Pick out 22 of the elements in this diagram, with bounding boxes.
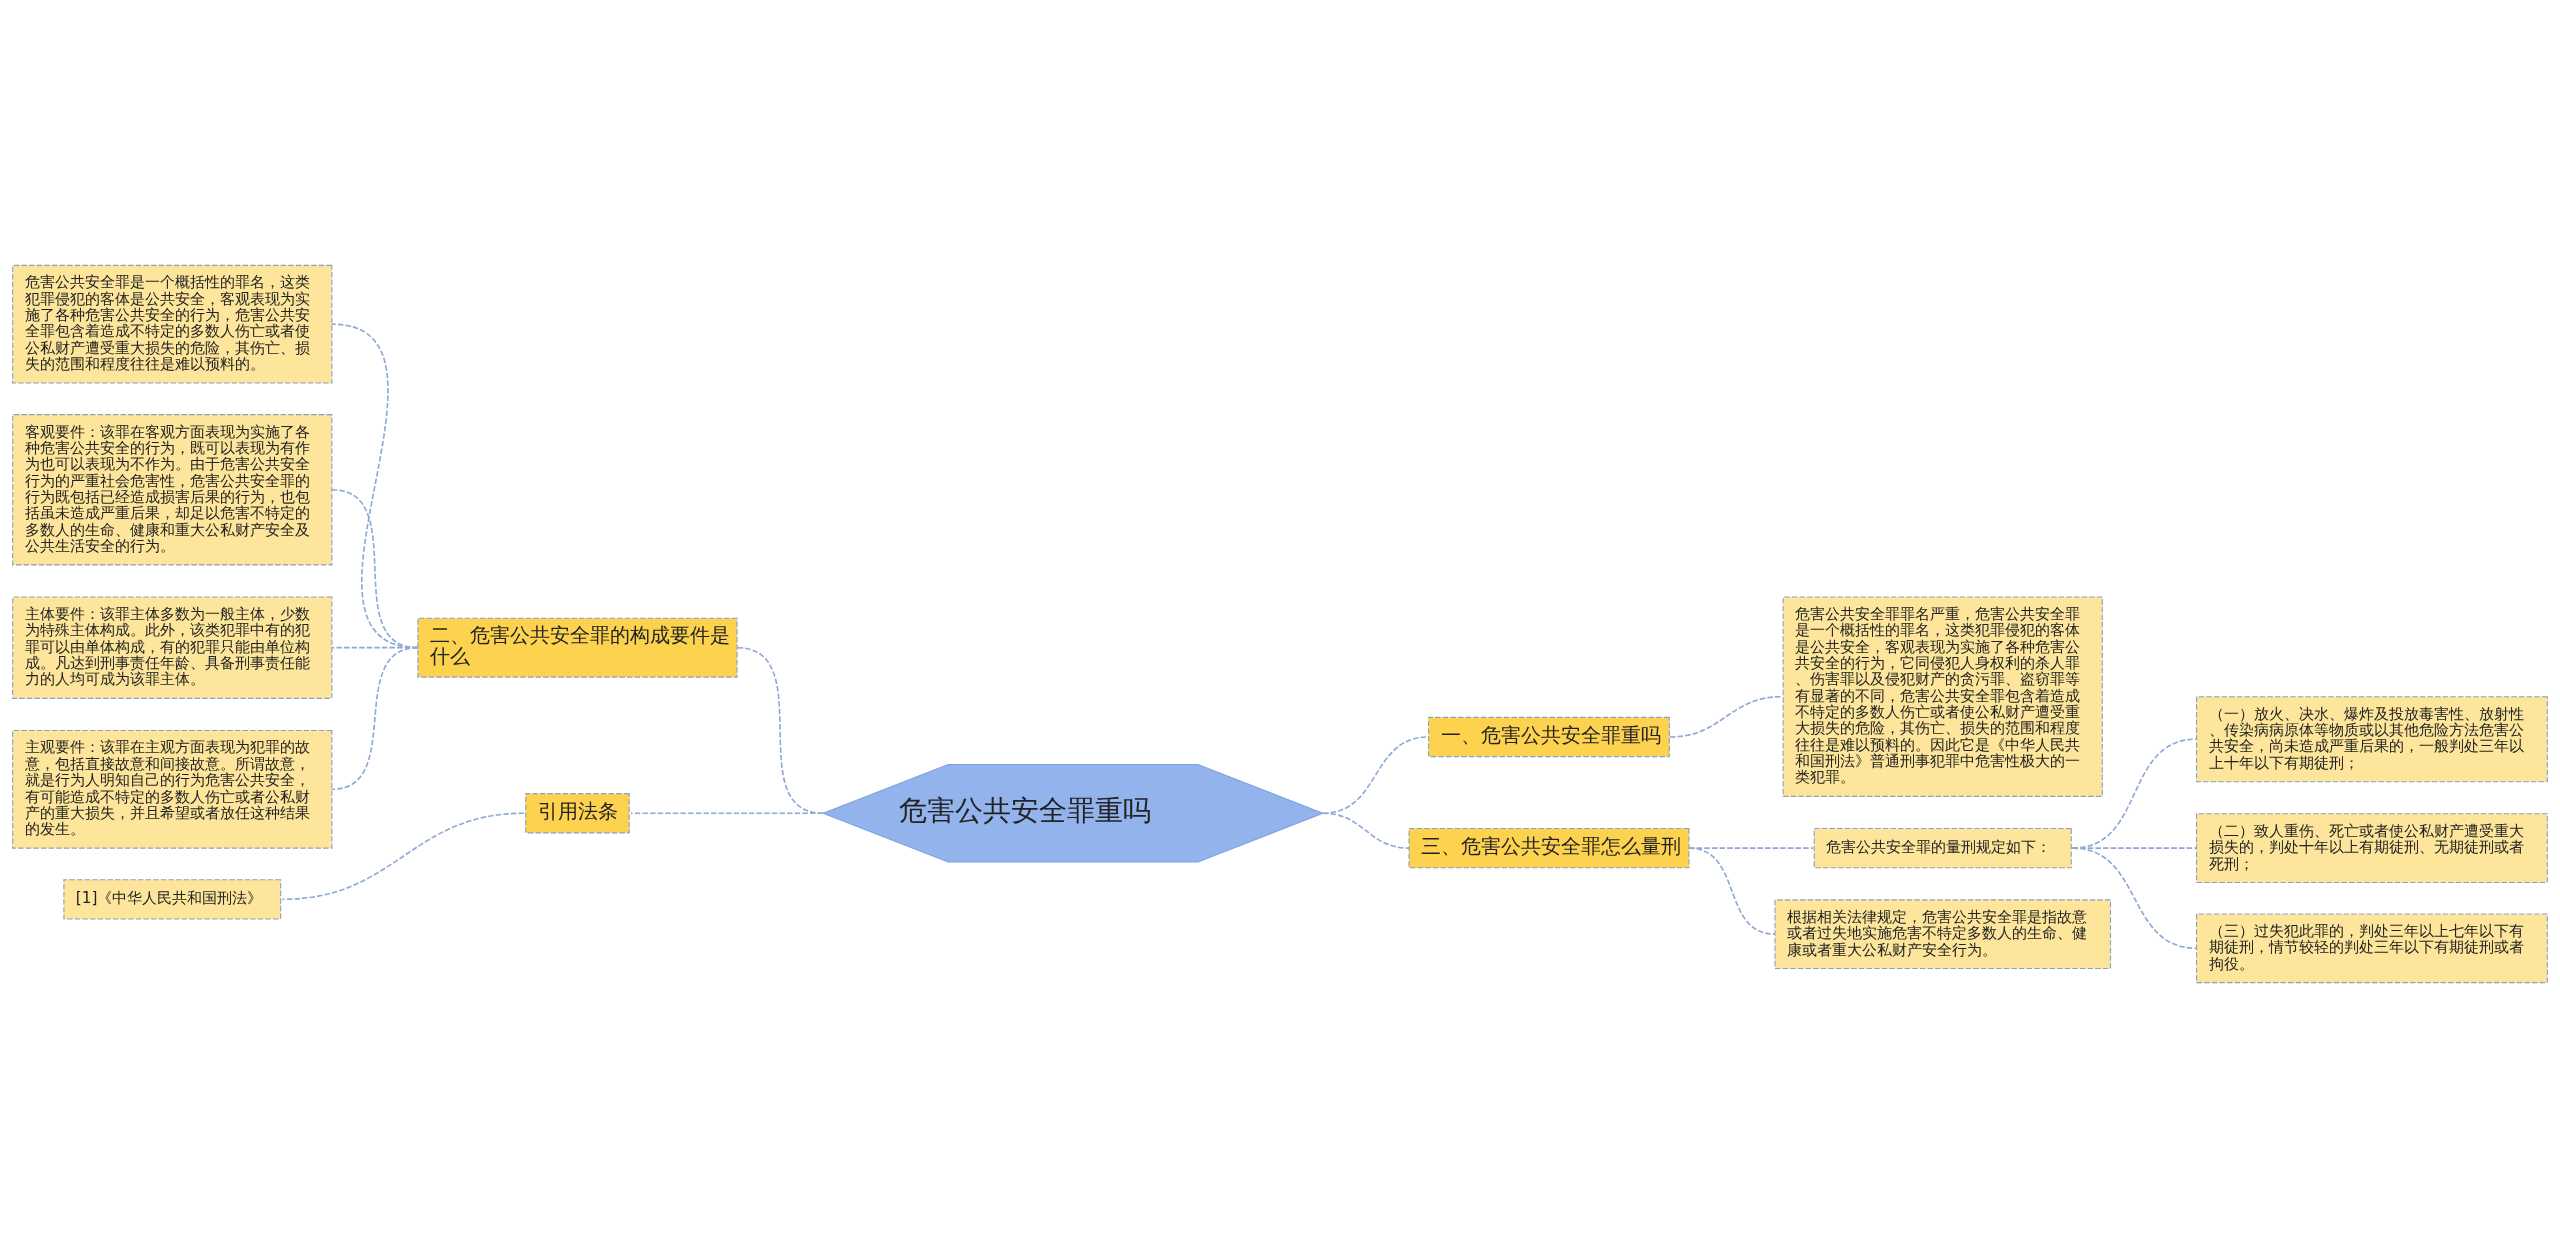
connector [281,811,525,900]
connector [331,646,419,790]
node-box: （一）放火、决水、爆炸及投放毒害性、放射性、传染病病原体等物质或以其他危险方法危害公共安全，尚未造成严重后果的，一般判处三年以上十年以下有期徒刑； [2196,695,2548,782]
node-box: 客观要件：该罪在客观方面表现为实施了各种危害公共安全的行为，既可以表现为有作为也可以表现为不作为。由于危害公共安全行为的严重社会危害性，危害公共安全罪的行为既包括已经造成损害后果的行为，也包括虽未造成严重后果，却足以危害不特定的多数人的生命、健康和重大公私财产安全及公共生活安全的行为。 [12,413,333,565]
node-box: 引用法条 [525,792,630,833]
node-box: 主观要件：该罪在主观方面表现为犯罪的故意，包括直接故意和间接故意。所谓故意，就是行为人明知自己的行为危害公共安全，有可能造成不特定的多数人伤亡或者公私财产的重大损失，并且希望或者放任这种结果的发生。 [12,729,333,849]
node-box: 危害公共安全罪罪名严重，危害公共安全罪是一个概括性的罪名，这类犯罪侵犯的客体是公共安全，客观表现为实施了各种危害公共安全的行为，它同侵犯人身权利的杀人罪、伤害罪以及侵犯财产的贪污罪、盗窃罪等有显著的不同，危害公共安全罪包含着造成不特定的多数人伤亡或者使公私财产遭受重大损失的危险，其伤亡、损失的范围和程度往往是难以预料的。因此它是《中华人民共和国刑法》普通刑事犯罪中危害性极大的一类犯罪。 [1782,596,2103,797]
node-box: 根据相关法律规定，危害公共安全罪是指故意或者过失地实施危害不特定多数人的生命、健康或者重大公私财产安全行为。 [1774,898,2112,969]
node-box: 三、危害公共安全罪怎么量刑 [1408,827,1690,868]
connector [1688,846,1776,935]
node-box: [1]《中华人民共和国刑法》 [63,878,282,919]
connector [1322,811,1410,849]
node-box: 一、危害公共安全罪重吗 [1428,716,1670,757]
node-box: （二）致人重伤、死亡或者使公私财产遭受重大损失的，判处十年以上有期徒刑、无期徒刑或者死刑； [2196,812,2548,883]
connector [630,811,824,814]
node-box: 危害公共安全罪的量刑规定如下： [1813,827,2072,868]
node-box: 危害公共安全罪是一个概括性的罪名，这类犯罪侵犯的客体是公共安全，客观表现为实施了各种危害公共安全的行为，危害公共安全罪包含着造成不特定的多数人伤亡或者使公私财产遭受重大损失的危险，其伤亡、损失的范围和程度往往是难以预料的。 [12,264,333,384]
connector [2071,846,2198,949]
node-box: 主体要件：该罪主体多数为一般主体，少数为特殊主体构成。此外，该类犯罪中有的犯罪可以由单体构成，有的犯罪只能由单位构成。凡达到刑事责任年龄、具备刑事责任能力的人均可成为该罪主体。 [12,596,333,699]
connector [1669,695,1783,738]
node-box: 二、危害公共安全罪的构成要件是什么 [417,617,738,678]
node-box: （三）过失犯此罪的，判处三年以上七年以下有期徒刑，情节较轻的判处三年以下有期徒刑或者拘役。 [2196,912,2548,983]
